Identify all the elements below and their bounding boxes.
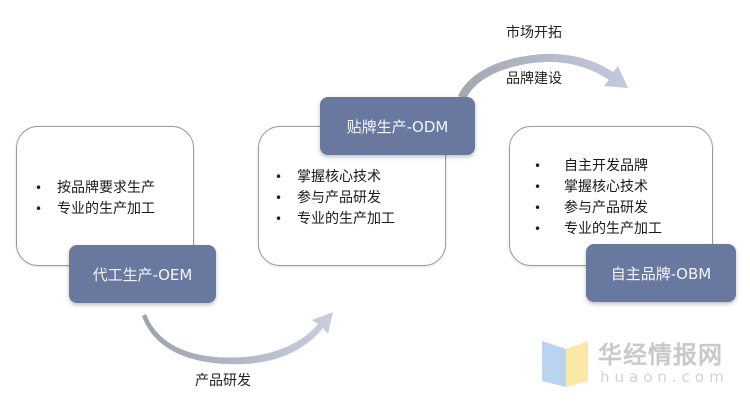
bullet-icon: • — [275, 212, 283, 226]
bullet-list-oem: •按品牌要求生产 •专业的生产加工 — [35, 178, 155, 220]
bullet-icon: • — [35, 202, 43, 216]
list-item: •专业的生产加工 — [275, 209, 395, 230]
bullet-icon: • — [534, 222, 542, 236]
bullet-icon: • — [35, 181, 43, 195]
watermark-logo: 华经情报网 huaon.com — [540, 335, 745, 390]
transition-label-brand: 品牌建设 — [506, 71, 562, 87]
bullet-icon: • — [534, 201, 542, 215]
card-oem: •按品牌要求生产 •专业的生产加工 — [16, 126, 194, 266]
bullet-list-obm: •自主开发品牌 •掌握核心技术 •参与产品研发 •专业的生产加工 — [534, 156, 662, 240]
list-item: •专业的生产加工 — [534, 219, 662, 240]
arrow-oem-to-odm — [142, 312, 333, 365]
list-item: •专业的生产加工 — [35, 199, 155, 220]
bullet-list-odm: •掌握核心技术 •参与产品研发 •专业的生产加工 — [275, 167, 395, 230]
list-item: •按品牌要求生产 — [35, 178, 155, 199]
logo-icon — [542, 341, 588, 387]
card-obm: •自主开发品牌 •掌握核心技术 •参与产品研发 •专业的生产加工 — [509, 126, 713, 266]
arrow-odm-to-obm — [458, 53, 628, 99]
list-item: •掌握核心技术 — [275, 167, 395, 188]
transition-label-market: 市场开拓 — [506, 25, 562, 41]
list-item: •参与产品研发 — [275, 188, 395, 209]
stage-label-odm: 贴牌生产-ODM — [320, 97, 475, 155]
bullet-icon: • — [534, 180, 542, 194]
logo-name: 华经情报网 — [598, 341, 723, 369]
logo-domain: huaon.com — [600, 368, 729, 386]
transition-label-rd: 产品研发 — [195, 373, 251, 389]
bullet-icon: • — [534, 159, 542, 173]
stage-label-oem: 代工生产-OEM — [69, 245, 216, 303]
list-item: •自主开发品牌 — [534, 156, 662, 177]
bullet-icon: • — [275, 191, 283, 205]
list-item: •掌握核心技术 — [534, 177, 662, 198]
stage-label-obm: 自主品牌-OBM — [586, 244, 736, 302]
list-item: •参与产品研发 — [534, 198, 662, 219]
bullet-icon: • — [275, 170, 283, 184]
